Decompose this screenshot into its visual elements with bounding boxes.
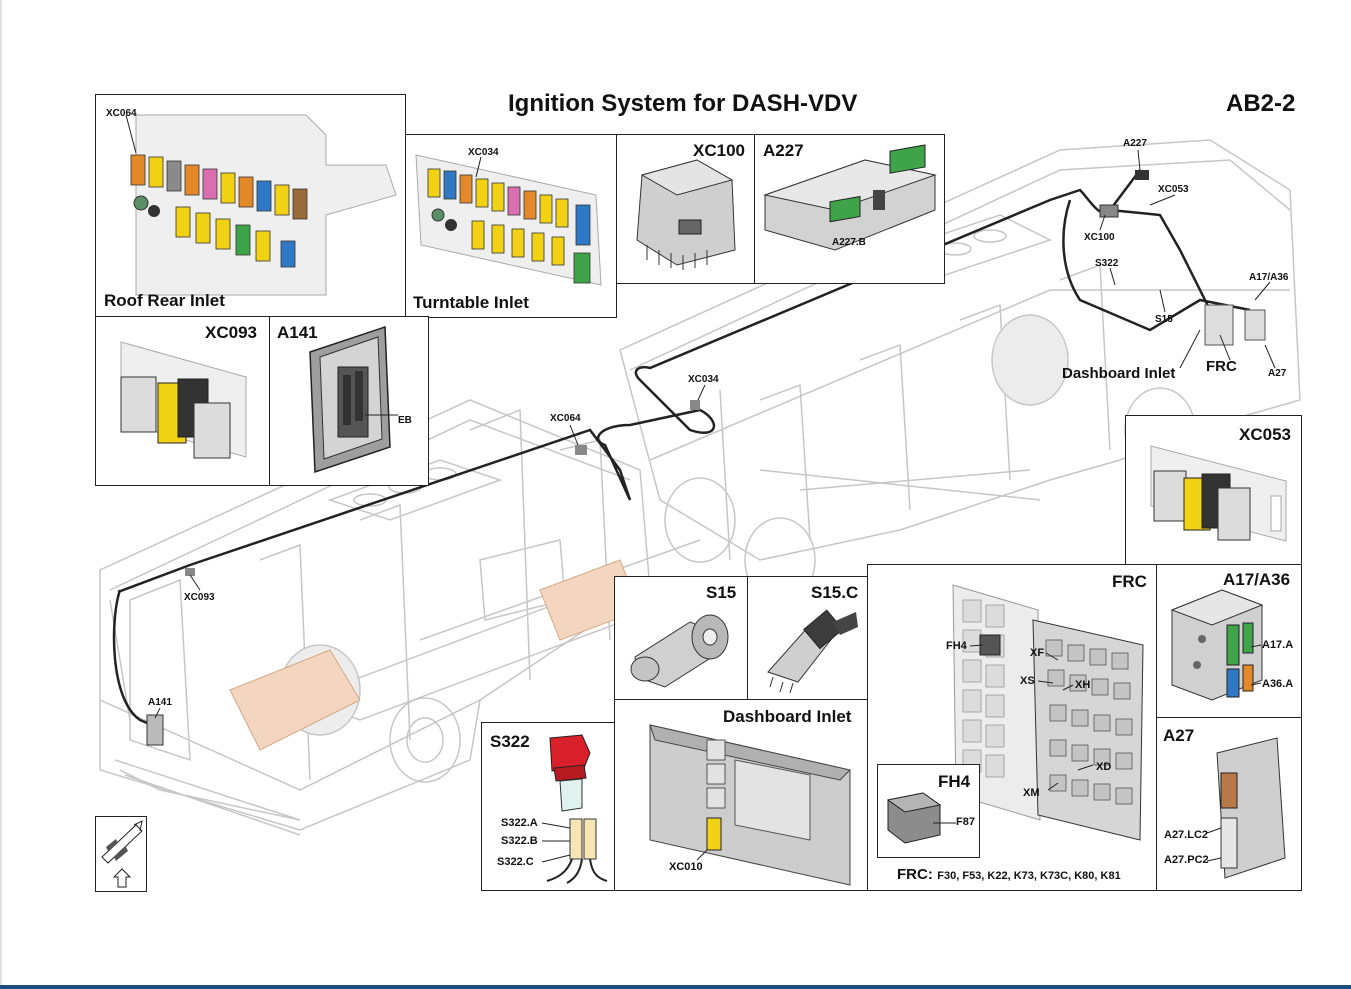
frc-label-xs: XS: [1020, 675, 1035, 687]
panel-title-a227: A227: [763, 141, 804, 160]
bus-label-frc: FRC: [1206, 358, 1237, 375]
bus-label-xc064: XC064: [550, 413, 581, 424]
bus-label-xc100: XC100: [1084, 232, 1115, 243]
frc-label-xh: XH: [1075, 679, 1091, 691]
bus-label-a141: A141: [148, 697, 172, 708]
frc-footer-prefix: FRC:: [897, 866, 933, 883]
panel-title-a141: A141: [277, 323, 318, 342]
panel-xc093: XC093: [95, 316, 270, 486]
bus-label-s322: S322: [1095, 258, 1119, 269]
panel-fh4: FH4 F87: [877, 764, 980, 858]
connector-label-s322-a: S322.A: [501, 817, 538, 829]
frc-footer: FRC: F30, F53, K22, K73, K73C, K80, K81: [897, 866, 1121, 884]
page-edge: [0, 0, 2, 989]
panel-dashboard-inlet: Dashboard Inlet XC010: [614, 699, 868, 891]
panel-title-xc100: XC100: [693, 141, 745, 160]
panel-title-a27: A27: [1163, 726, 1195, 745]
panel-s322: S322 S322.A S322.B S322.C: [481, 722, 616, 891]
panel-title-xc053: XC053: [1239, 425, 1291, 444]
panel-a17-a36: A17/A36 A17.A A36.A: [1156, 564, 1302, 718]
panel-xc100: XC100: [616, 134, 755, 284]
connector-label-s322-b: S322.B: [501, 835, 538, 847]
bus-label-a227: A227: [1123, 138, 1147, 149]
bottom-bar: [0, 985, 1351, 989]
panel-title-xc093: XC093: [205, 323, 257, 342]
bus-label-dashboard-inlet: Dashboard Inlet: [1062, 365, 1176, 382]
frc-label-fh4: FH4: [946, 640, 967, 652]
panel-a27: A27 A27.LC2 A27.PC2: [1156, 717, 1302, 891]
panel-title-s322: S322: [490, 732, 530, 751]
connector-label-a227-b: A227.B: [832, 237, 866, 248]
page-title: Ignition System for DASH-VDV: [508, 90, 858, 117]
connector-label-eb: EB: [398, 415, 412, 426]
connector-label-xc010: XC010: [669, 861, 703, 873]
panel-title-frc: FRC: [1112, 572, 1147, 591]
connector-label-a36a: A36.A: [1262, 678, 1294, 690]
panel-title-s15: S15: [706, 583, 737, 602]
connector-label-f87: F87: [956, 816, 975, 828]
panel-a227: A227 A227.B: [754, 134, 945, 284]
panel-title-a17-a36: A17/A36: [1223, 570, 1291, 589]
panel-title-fh4: FH4: [938, 772, 971, 791]
panel-frc: FRC FH4 XF XS XH XD XM FRC: F30, F53, K2…: [867, 564, 1157, 891]
bus-label-xc093: XC093: [184, 592, 215, 603]
bus-label-a17-a36: A17/A36: [1249, 272, 1289, 283]
bus-label-a27: A27: [1268, 368, 1287, 379]
panel-xc053: XC053: [1125, 415, 1302, 565]
bus-label-s15: S15: [1155, 314, 1173, 325]
diagram-code: AB2-2: [1226, 90, 1296, 117]
panel-a141: A141 EB: [269, 316, 429, 486]
connector-label-a17a: A17.A: [1262, 639, 1294, 651]
connector-label-xc034: XC034: [468, 147, 499, 158]
connector-label-a27-pc2: A27.PC2: [1164, 854, 1209, 866]
frc-footer-items: F30, F53, K22, K73, K73C, K80, K81: [937, 870, 1121, 882]
connector-label-s322-c: S322.C: [497, 856, 534, 868]
orientation-arrow-icon: [95, 816, 147, 892]
frc-label-xm: XM: [1023, 787, 1040, 799]
panel-title-turntable-inlet: Turntable Inlet: [413, 293, 529, 312]
panel-turntable-inlet: XC034 Turntable Inlet: [405, 134, 617, 318]
panel-s15: S15: [614, 576, 748, 700]
bus-label-xc034: XC034: [688, 374, 719, 385]
panel-s15c: S15.C: [747, 576, 868, 700]
panel-title-s15c: S15.C: [811, 583, 859, 602]
panel-roof-rear-inlet: XC064 Roof Rear Inlet: [95, 94, 406, 317]
bus-label-xc053: XC053: [1158, 184, 1189, 195]
connector-label-a27-lc2: A27.LC2: [1164, 829, 1209, 841]
frc-label-xd: XD: [1096, 761, 1112, 773]
panel-title-roof-rear-inlet: Roof Rear Inlet: [104, 291, 225, 310]
panel-title-dashboard-inlet: Dashboard Inlet: [723, 707, 852, 726]
connector-label-xc064: XC064: [106, 108, 137, 119]
frc-label-xf: XF: [1030, 647, 1045, 659]
